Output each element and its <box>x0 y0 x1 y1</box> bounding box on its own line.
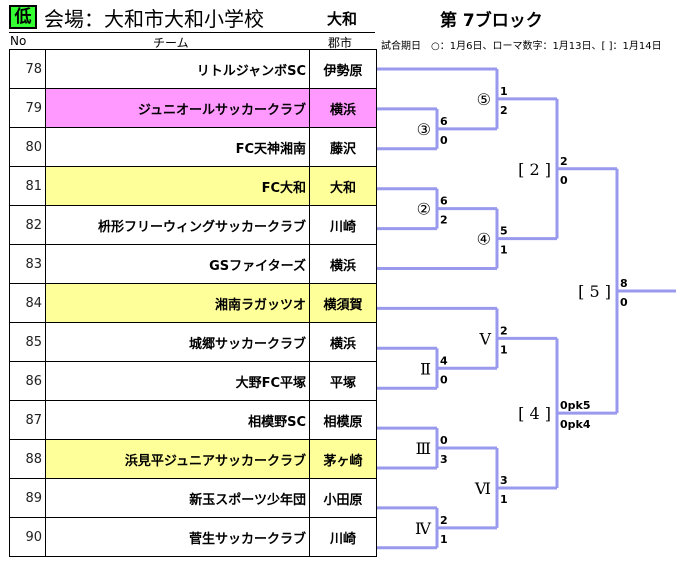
match-score-bottom: 0 <box>560 174 568 187</box>
team-number: 78 <box>9 49 46 89</box>
match-label: Ⅲ <box>416 439 431 458</box>
team-city: 横浜 <box>309 88 377 128</box>
match-score-top: 0pk5 <box>560 399 591 412</box>
match-score-top: 4 <box>440 354 448 367</box>
match-label: ⑤ <box>477 90 491 109</box>
level-badge: 低 <box>9 5 37 29</box>
team-name: 城郷サッカークラブ <box>45 322 310 362</box>
match-label: Ⅴ <box>478 329 491 348</box>
team-number: 81 <box>9 166 46 206</box>
team-city: 横浜 <box>309 322 377 362</box>
match-label: [ 4 ] <box>518 404 551 423</box>
team-number: 90 <box>9 517 46 557</box>
match-score-bottom: 1 <box>500 493 508 506</box>
match-score-top: 2 <box>560 155 568 168</box>
city-heading: 大和 <box>327 10 358 28</box>
match-score-top: 1 <box>500 85 508 98</box>
match-label: Ⅱ <box>420 359 431 378</box>
team-city: 相模原 <box>309 400 377 440</box>
team-city: 川崎 <box>309 517 377 557</box>
match-label: ② <box>417 200 431 219</box>
team-city: 茅ヶ崎 <box>309 439 377 479</box>
match-score-top: 0 <box>440 434 448 447</box>
team-name: ジュニオールサッカークラブ <box>45 88 310 128</box>
column-header-team: チーム <box>153 36 189 50</box>
team-city: 横須賀 <box>309 283 377 323</box>
team-city: 藤沢 <box>309 127 377 167</box>
team-number: 85 <box>9 322 46 362</box>
team-name: FC大和 <box>45 166 310 206</box>
match-label: [ 2 ] <box>518 160 551 179</box>
match-score-bottom: 2 <box>500 104 508 117</box>
match-label: ③ <box>417 120 431 139</box>
match-label: ④ <box>477 230 491 249</box>
match-score-top: 5 <box>500 225 508 238</box>
team-number: 79 <box>9 88 46 128</box>
team-city: 大和 <box>309 166 377 206</box>
team-city: 小田原 <box>309 478 377 518</box>
team-name: FC天神湘南 <box>45 127 310 167</box>
match-label: Ⅳ <box>415 519 432 538</box>
match-score-bottom: 0 <box>440 373 448 386</box>
match-score-top: 8 <box>620 277 628 290</box>
team-number: 83 <box>9 244 46 284</box>
match-score-top: 2 <box>500 324 508 337</box>
team-name: 大野FC平塚 <box>45 361 310 401</box>
block-title: 第 7ブロック <box>440 11 543 31</box>
team-number: 86 <box>9 361 46 401</box>
match-label: Ⅵ <box>474 479 491 498</box>
match-score-bottom: 0pk4 <box>560 418 591 431</box>
team-city: 川崎 <box>309 205 377 245</box>
schedule-note: 試合期日 ○：1月6日、ローマ数字：1月13日、[ ]：1月14日 <box>381 41 662 52</box>
match-score-top: 6 <box>440 115 448 128</box>
match-score-bottom: 0 <box>440 134 448 147</box>
match-score-bottom: 1 <box>500 244 508 257</box>
title-divider <box>9 32 375 33</box>
match-label: [ 5 ] <box>578 282 611 301</box>
match-score-bottom: 2 <box>440 214 448 227</box>
column-header-no: No <box>10 34 27 48</box>
team-name: リトルジャンボSC <box>45 49 310 89</box>
match-score-top: 3 <box>500 474 508 487</box>
match-score-bottom: 3 <box>440 453 448 466</box>
match-score-top: 6 <box>440 195 448 208</box>
column-header-city: 郡市 <box>328 36 353 50</box>
match-score-top: 2 <box>440 514 448 527</box>
team-name: 菅生サッカークラブ <box>45 517 310 557</box>
team-city: 伊勢原 <box>309 49 377 89</box>
match-score-bottom: 0 <box>620 296 628 309</box>
venue-title: 会場：大和市大和小学校 <box>44 7 264 31</box>
team-city: 平塚 <box>309 361 377 401</box>
match-score-bottom: 1 <box>440 533 448 546</box>
match-score-bottom: 1 <box>500 343 508 356</box>
